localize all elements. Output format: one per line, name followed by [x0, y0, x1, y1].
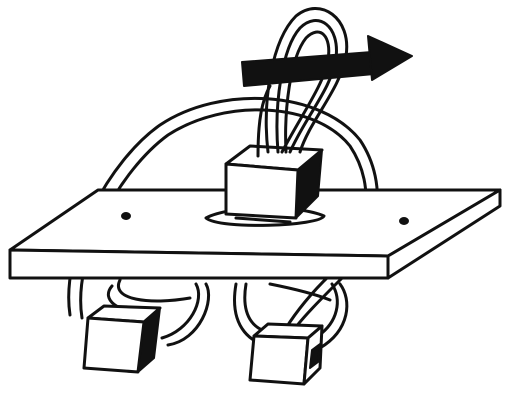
cube-lower-right — [250, 324, 322, 384]
hole-left — [122, 213, 130, 219]
hole-right — [400, 218, 408, 224]
cube-lower-left — [84, 306, 160, 372]
